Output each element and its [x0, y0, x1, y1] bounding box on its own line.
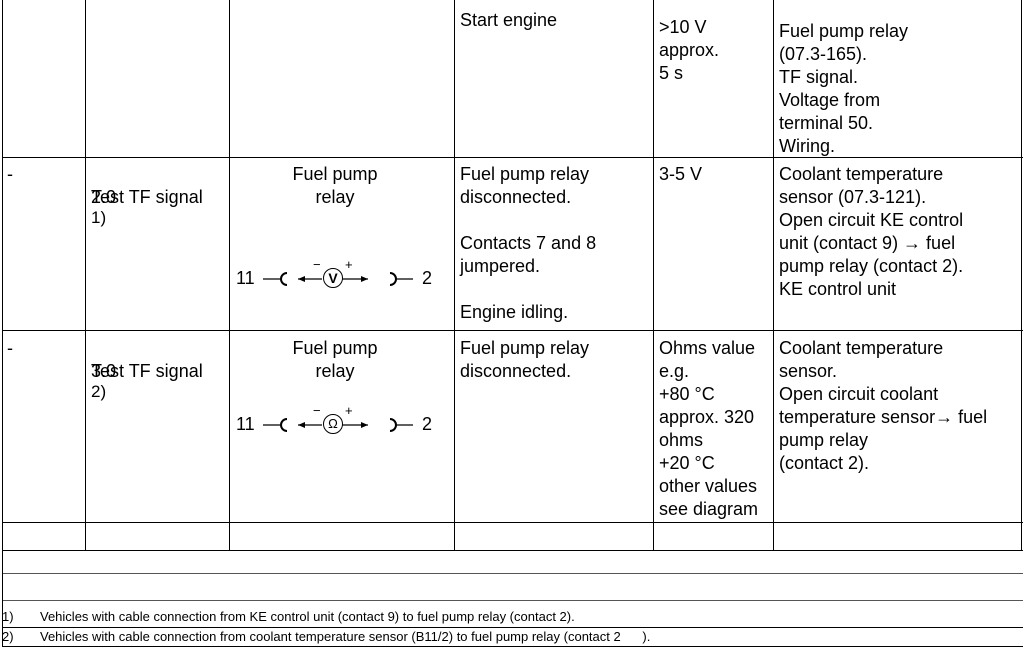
row-marker: - [7, 338, 13, 358]
row-divider [2, 157, 1023, 158]
table-right-border [1021, 0, 1022, 550]
pin-right: 2 [422, 268, 433, 288]
test-step-label: Test TF signal [91, 361, 203, 381]
test-step-label: Test TF signal [91, 187, 203, 207]
footnote-divider [2, 646, 1023, 647]
test-point: Fuel pump relay [292, 338, 378, 381]
row-divider [2, 522, 1023, 523]
test-conditions: Fuel pump relay disconnected. [460, 164, 590, 207]
row-marker: - [7, 164, 13, 184]
nominal-value: Ohms value e.g. +80 °C approx. 320 ohms … [659, 338, 759, 519]
column-divider [229, 0, 230, 550]
column-divider [454, 0, 455, 550]
row-divider [2, 330, 1023, 331]
footnote-number: 2) [2, 629, 14, 644]
nominal-value: >10 V approx. 5 s [659, 17, 720, 83]
divider [2, 573, 1023, 574]
column-divider [653, 0, 654, 550]
test-conditions: Contacts 7 and 8 jumpered. [460, 233, 597, 276]
column-divider [85, 0, 86, 550]
divider [2, 600, 1023, 601]
minus-sign: − [313, 403, 321, 418]
test-conditions: Start engine [460, 10, 558, 30]
footnote-divider [2, 627, 1023, 628]
step-number: 2.0 [91, 187, 117, 207]
remedy: Fuel pump relay (07.3-165). TF signal. V… [779, 21, 909, 156]
pin-left: 11 [236, 268, 255, 288]
meter-leads [263, 418, 413, 432]
remedy: Coolant temperature sensor (07.3-121). O… [779, 164, 964, 299]
remedy: Coolant temperature sensor. Open circuit… [779, 338, 988, 473]
footnote-ref: 2) [91, 382, 107, 401]
meter-symbol: Ω [328, 416, 338, 431]
meter-leads [263, 272, 413, 286]
footnote-ref: 1) [91, 208, 107, 227]
plus-sign: + [345, 403, 353, 418]
nominal-value: 3-5 V [659, 164, 703, 184]
plus-sign: + [345, 257, 353, 272]
step-number: 3.0 [91, 361, 117, 381]
test-step: 3.0 2) [91, 337, 227, 406]
column-divider [773, 0, 774, 550]
footnote-text: Vehicles with cable connection from cool… [40, 629, 651, 644]
table-bottom-border [2, 550, 1023, 551]
minus-sign: − [313, 257, 321, 272]
test-conditions: Fuel pump relay disconnected. [460, 338, 590, 381]
meter-symbol: V [328, 270, 338, 286]
test-point: Fuel pump relay [292, 164, 378, 207]
pin-right: 2 [422, 414, 433, 434]
test-step: 2.0 1) [91, 163, 227, 232]
voltmeter-icon: V [323, 268, 343, 288]
table-left-border [2, 0, 3, 646]
ohmmeter-connection-diagram: 11 2 Ω − + [236, 403, 446, 438]
test-conditions: Engine idling. [460, 302, 569, 322]
ohmmeter-icon: Ω [323, 414, 343, 434]
pin-left: 11 [236, 414, 255, 434]
footnote-number: 1) [2, 609, 14, 624]
voltmeter-connection-diagram: 11 2 V − + [236, 257, 446, 292]
footnote-text: Vehicles with cable connection from KE c… [40, 609, 575, 624]
